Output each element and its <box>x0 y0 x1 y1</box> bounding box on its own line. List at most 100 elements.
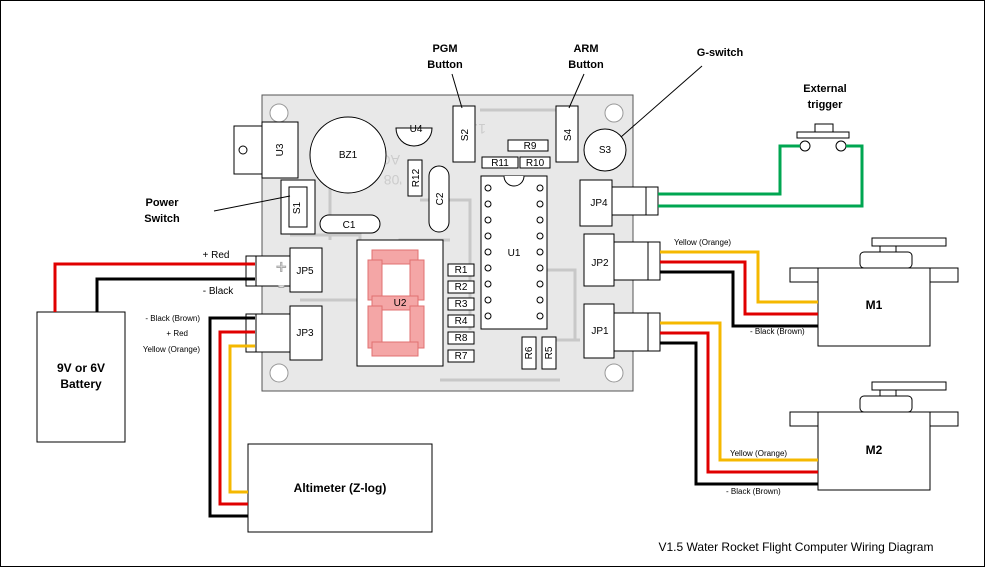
u4-sensor: U4 <box>395 124 433 147</box>
s4-label: S4 <box>563 128 574 141</box>
resistors-bottom: R6 R5 <box>521 336 557 370</box>
u1-pin <box>484 200 492 208</box>
power-pointer <box>213 195 291 212</box>
jp4-label: JP4 <box>590 198 608 209</box>
c1-label: C1 <box>343 220 356 231</box>
u1-pin <box>484 232 492 240</box>
u1-pin <box>536 248 544 256</box>
external-label-2: trigger <box>808 99 844 111</box>
m2-yellow-wire <box>660 321 818 462</box>
external-label-1: External <box>803 83 846 95</box>
alt-yellow-wire <box>228 344 255 494</box>
s2-pgm-button: S2 <box>452 105 476 163</box>
alt-black-wire <box>208 316 255 518</box>
u1-pin <box>536 216 544 224</box>
gswitch-label: G-switch <box>697 47 744 59</box>
resistors-left: R1 R2 R3 R4 R8 R7 <box>447 263 475 363</box>
r2-label: R2 <box>455 282 468 293</box>
s1-label: S1 <box>292 201 303 214</box>
m1-label: M1 <box>866 298 883 312</box>
pgm-label-2: Button <box>427 59 463 71</box>
u1-pin <box>484 184 492 192</box>
r9-label: R9 <box>524 141 537 152</box>
u1-pin <box>484 264 492 272</box>
trigger-wire-1 <box>658 144 800 196</box>
alt-yellow-label: Yellow (Orange) <box>143 345 200 354</box>
pgm-pointer <box>451 73 463 109</box>
m2-black-label: - Black (Brown) <box>726 487 781 496</box>
s3-gswitch: S3 <box>583 128 627 172</box>
u3-label: U3 <box>275 143 286 156</box>
u1-microcontroller: U1 <box>480 175 548 330</box>
r12-resistor: R12 <box>407 159 423 197</box>
r8-label: R8 <box>455 333 468 344</box>
jp5-label: JP5 <box>296 266 314 277</box>
u1-pin <box>536 312 544 320</box>
s4-arm-button: S4 <box>555 105 579 163</box>
m2-label: M2 <box>866 443 883 457</box>
jp5-connector: JP5 + - <box>245 247 323 298</box>
c2-capacitor: C2 <box>428 165 450 233</box>
u1-pin <box>484 248 492 256</box>
r5-label: R5 <box>544 346 555 359</box>
c2-label: C2 <box>435 192 446 205</box>
battery: 9V or 6V Battery <box>36 311 126 443</box>
battery-black-wire <box>95 277 255 312</box>
u3-regulator: U3 <box>233 121 299 179</box>
u1-pin <box>484 216 492 224</box>
battery-label-1: 9V or 6V <box>57 361 105 375</box>
u1-pin <box>536 280 544 288</box>
r11-label: R11 <box>491 158 509 169</box>
alt-red-label: + Red <box>166 329 188 338</box>
u1-pin <box>536 200 544 208</box>
trigger-wire-2 <box>658 144 864 208</box>
m2-yellow-label: Yellow (Orange) <box>730 449 787 458</box>
r1-label: R1 <box>455 265 468 276</box>
u2-label: U2 <box>394 298 407 309</box>
s1-power-switch: S1 <box>280 179 316 235</box>
diagram-title: V1.5 Water Rocket Flight Computer Wiring… <box>659 540 934 554</box>
r7-label: R7 <box>455 351 468 362</box>
battery-red-wire <box>53 262 255 312</box>
m2-red-wire <box>660 331 818 474</box>
bz1-buzzer: BZ1 <box>309 116 387 194</box>
m1-black-wire <box>660 270 818 328</box>
u2-display: U2 <box>356 239 444 367</box>
s3-label: S3 <box>599 145 612 156</box>
alt-red-wire <box>218 330 255 506</box>
gswitch-pointer <box>620 65 703 138</box>
u1-pin <box>484 312 492 320</box>
c1-capacitor: C1 <box>319 214 381 234</box>
power-label-1: Power <box>145 197 179 209</box>
r12-label: R12 <box>411 168 422 187</box>
silk-text-year: '08 <box>384 172 402 188</box>
jp2-connector: JP2 <box>583 233 661 287</box>
m1-yellow-wire <box>660 250 818 304</box>
m2-servo: M2 <box>789 381 959 491</box>
arm-pointer <box>568 73 585 109</box>
jp1-label: JP1 <box>591 326 609 337</box>
alt-black-label: - Black (Brown) <box>145 314 200 323</box>
u1-pin <box>484 280 492 288</box>
jp3-connector: JP3 <box>245 305 323 361</box>
u1-pin <box>536 232 544 240</box>
arm-label-2: Button <box>568 59 604 71</box>
battery-black-label: - Black <box>203 286 235 297</box>
plus-mark: + <box>276 257 287 277</box>
altimeter-label: Altimeter (Z-log) <box>294 481 387 495</box>
u1-pin <box>536 184 544 192</box>
battery-label-2: Battery <box>60 377 102 391</box>
u1-pin <box>536 264 544 272</box>
r4-label: R4 <box>455 316 468 327</box>
pgm-label-1: PGM <box>432 43 457 55</box>
jp4-connector: JP4 <box>579 179 659 227</box>
jp2-label: JP2 <box>591 258 609 269</box>
m2-black-wire <box>660 341 818 486</box>
u1-pin <box>536 296 544 304</box>
jp1-connector: JP1 <box>583 303 661 359</box>
minus-mark: - <box>278 275 285 297</box>
u4-label: U4 <box>410 124 423 135</box>
m1-servo: M1 <box>789 237 959 347</box>
